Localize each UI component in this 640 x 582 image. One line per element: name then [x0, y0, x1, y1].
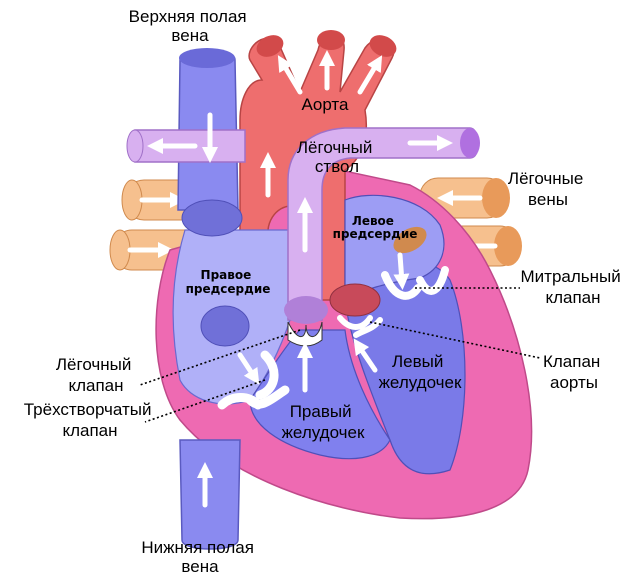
label-aortic-valve: Клапан аорты	[543, 352, 605, 392]
label-pulmonary-veins: Лёгочные вены	[508, 169, 588, 209]
label-pulmonary-valve: Лёгочный клапан	[56, 355, 136, 395]
flow-arrows	[146, 49, 454, 508]
label-left-ventricle: Левый желудочек	[379, 352, 462, 392]
label-superior-vena-cava: Верхняя полая вена	[129, 7, 252, 45]
aortic-valve	[337, 315, 383, 338]
label-right-ventricle: Правый желудочек	[282, 402, 365, 442]
label-right-atrium: Правое предсердие	[186, 268, 271, 296]
label-pulmonary-trunk: Лёгочный ствол	[297, 138, 377, 176]
label-aorta: Аорта	[302, 95, 349, 114]
tricuspid-valve	[217, 350, 290, 410]
leader-lines	[139, 287, 541, 423]
aortic-root	[329, 283, 381, 317]
label-tricuspid-valve: Трёхстворчатый клапан	[24, 400, 156, 440]
label-mitral-valve: Митральный клапан	[521, 267, 626, 307]
inferior-vena-cava	[179, 439, 241, 550]
label-left-atrium: Левое предсердие	[333, 214, 418, 241]
mitral-valve	[381, 266, 449, 300]
label-inferior-vena-cava: Нижняя полая вена	[141, 538, 258, 576]
ivc-opening	[200, 305, 250, 347]
svc-opening	[181, 199, 243, 237]
